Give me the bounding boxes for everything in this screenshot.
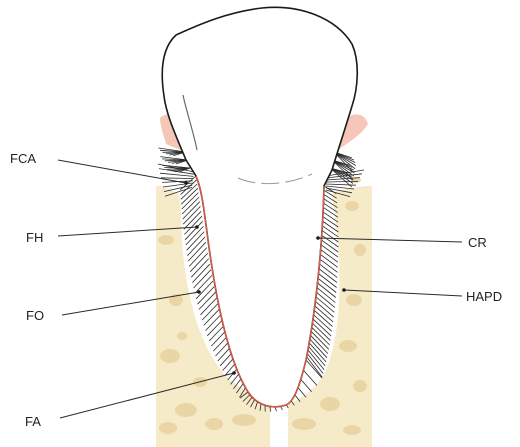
ligament-fiber (198, 287, 215, 305)
ligament-fiber (308, 350, 324, 369)
ligament-fiber (321, 240, 338, 252)
ligament-fiber (311, 336, 328, 354)
ligament-fiber (216, 342, 229, 356)
bone-trabecula (205, 418, 223, 430)
ligament-fiber (322, 230, 339, 242)
ligament-fiber (313, 319, 331, 336)
leader-line-fca (58, 160, 186, 183)
bone-trabecula (232, 414, 256, 426)
bone-trabecula (292, 418, 316, 430)
ligament-fiber (310, 340, 327, 358)
ligament-fiber (209, 326, 223, 341)
bone-trabecula (343, 425, 361, 435)
bone-trabecula (320, 397, 340, 411)
ligament-fiber (204, 309, 220, 325)
label-cr: CR (468, 235, 487, 250)
label-fca: FCA (10, 151, 36, 166)
ligament-fiber (211, 332, 225, 347)
marker-fh (195, 225, 199, 229)
ligament-fiber (207, 320, 222, 335)
bone-trabecula (354, 244, 366, 256)
ligament-fiber (312, 328, 330, 345)
alveolar-crest-fiber (161, 178, 193, 179)
bone-trabecula (158, 235, 174, 245)
bone-trabecula (177, 332, 187, 340)
marker-fo (197, 290, 201, 294)
bone-trabecula (175, 403, 197, 417)
marker-hapd (342, 288, 346, 292)
bone-trabecula (159, 422, 177, 434)
ligament-fiber (313, 324, 331, 341)
label-hapd: HAPD (466, 289, 502, 304)
bone-trabecula (353, 380, 367, 392)
bone-trabecula (160, 349, 180, 363)
ligament-fiber (220, 353, 232, 366)
marker-cr (316, 236, 320, 240)
ligament-fiber (202, 304, 218, 321)
label-fa: FA (25, 414, 41, 429)
bone-trabecula (339, 340, 357, 352)
marker-fa (232, 371, 236, 375)
alveolar-crest-fiber (326, 184, 356, 185)
ligament-fiber (312, 332, 329, 350)
ligament-fiber (213, 337, 226, 351)
ligament-fiber (199, 292, 216, 309)
label-fo: FO (26, 308, 44, 323)
marker-fca (184, 181, 188, 185)
ligament-fiber (223, 358, 234, 370)
ligament-fiber (322, 226, 338, 237)
ligament-fiber (218, 348, 230, 361)
ligament-fiber (321, 245, 338, 258)
bone-trabecula (346, 294, 362, 306)
ligament-fiber (201, 298, 217, 315)
ligament-fiber (320, 254, 338, 267)
bone-trabecula (345, 201, 359, 211)
ligament-fiber (321, 235, 338, 247)
ligament-fiber (320, 249, 338, 262)
ligament-fiber (206, 315, 221, 331)
label-fh: FH (26, 230, 43, 245)
ligament-fiber (320, 259, 338, 272)
